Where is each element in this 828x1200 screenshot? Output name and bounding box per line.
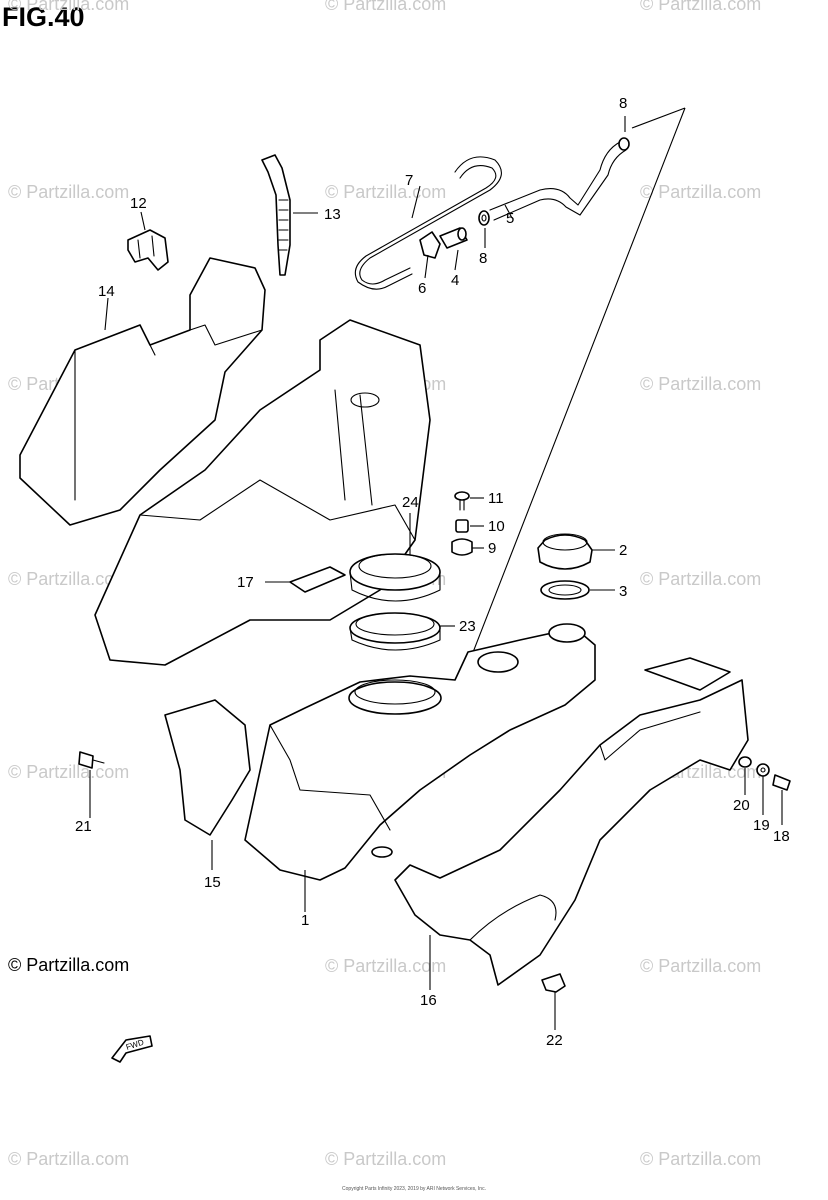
part-13-cable-tie: [261, 154, 291, 276]
callout-14: 14: [98, 283, 115, 300]
callout-19: 19: [753, 817, 770, 834]
watermark: © Partzilla.com: [640, 956, 761, 976]
callout-7: 7: [405, 172, 413, 189]
watermark: © Partzilla.com: [8, 569, 129, 589]
watermark: © Partzilla.com: [8, 0, 129, 14]
part-2-fuel-cap: [537, 533, 593, 570]
callout-4: 4: [451, 272, 459, 289]
callout-16: 16: [420, 992, 437, 1009]
watermark: © Partzilla.com: [325, 1149, 446, 1169]
copyright-label: © Partzilla.com: [8, 955, 130, 975]
part-16-side-cover: [394, 657, 749, 986]
watermark: © Partzilla.com: [640, 374, 761, 394]
part-10-collar: [455, 519, 469, 533]
callout-10: 10: [488, 518, 505, 535]
part-4-check-valve: [439, 227, 468, 249]
callout-17: 17: [237, 574, 254, 591]
callout-numbers: 8 7 13 12 14 6 4 8 5 24 11 10 9 2 3 17 2…: [75, 95, 790, 1049]
part-23-gasket: [349, 612, 441, 651]
figure-title: FIG.40: [2, 2, 85, 32]
callout-22: 22: [546, 1032, 563, 1049]
callout-5: 5: [506, 210, 514, 227]
watermark: © Partzilla.com: [8, 1149, 129, 1169]
watermark: © Partzilla.com: [8, 182, 129, 202]
watermark: © Partzilla.com: [325, 182, 446, 202]
callout-23: 23: [459, 618, 476, 635]
part-6-valve: [419, 231, 441, 259]
callout-21: 21: [75, 818, 92, 835]
part-21-bolt: [78, 751, 105, 769]
callout-1: 1: [301, 912, 309, 929]
part-24-tank-base: [94, 319, 431, 666]
leader-lines: [89, 116, 783, 1030]
callout-12: 12: [130, 195, 147, 212]
footer-note: Copyright Parts Infinity 2023, 2019 by A…: [342, 1186, 486, 1192]
part-3-cap-gasket: [540, 580, 590, 600]
callout-15: 15: [204, 874, 221, 891]
part-8-clamp: [478, 210, 490, 226]
fwd-direction-arrow: FWD: [111, 1035, 153, 1063]
hose-route-leader: [469, 107, 686, 661]
watermark: © Partzilla.com: [640, 1149, 761, 1169]
part-19-washer: [756, 763, 770, 777]
callout-8-upper: 8: [619, 95, 627, 112]
watermark: © Partzilla.com: [8, 762, 129, 782]
part-14-heat-shield: [19, 257, 266, 526]
part-7-breather-hose: [354, 156, 502, 290]
callout-20: 20: [733, 797, 750, 814]
part-12-clip: [127, 229, 169, 271]
watermark: © Partzilla.com: [640, 182, 761, 202]
part-24-lock-ring: [349, 553, 441, 602]
part-5-hose: [489, 141, 627, 221]
callout-3: 3: [619, 583, 627, 600]
watermark: © Partzilla.com: [640, 0, 761, 14]
callout-24: 24: [402, 494, 419, 511]
callout-8-lower: 8: [479, 250, 487, 267]
callout-18: 18: [773, 828, 790, 845]
part-15-side-guard: [164, 699, 251, 836]
callout-2: 2: [619, 542, 627, 559]
callout-13: 13: [324, 206, 341, 223]
watermark: © Partzilla.com: [325, 0, 446, 14]
part-18-bolt: [772, 774, 791, 791]
part-1-fuel-tank: [244, 623, 596, 881]
callout-6: 6: [418, 280, 426, 297]
callout-11: 11: [488, 490, 504, 507]
part-22-rivet: [541, 973, 566, 993]
part-20-collar: [738, 756, 752, 768]
part-17-label: [289, 566, 346, 593]
part-8-clamp-upper: [618, 137, 630, 151]
watermark: © Partzilla.com: [325, 956, 446, 976]
watermark: © Partzilla.com: [640, 569, 761, 589]
part-9-grommet: [451, 538, 473, 556]
callout-9: 9: [488, 540, 496, 557]
part-11-screw: [454, 491, 470, 511]
